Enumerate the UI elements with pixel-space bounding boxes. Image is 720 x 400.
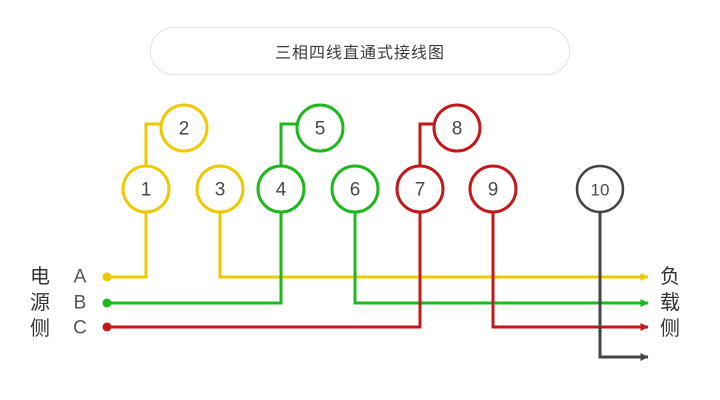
terminal-6-to-load-b	[353, 212, 649, 307]
terminal-1-circle[interactable]	[121, 164, 171, 214]
phase-label-a: A	[74, 267, 87, 288]
terminal-4-label: 4	[276, 180, 287, 201]
terminal-9[interactable]: 9	[468, 164, 518, 214]
terminal-2-label: 2	[179, 119, 190, 140]
terminal-3-circle[interactable]	[195, 164, 245, 214]
terminal-4-circle[interactable]	[256, 164, 306, 214]
terminal-5[interactable]: 5	[295, 103, 345, 153]
terminal-3-to-load-a	[218, 212, 649, 281]
terminal-9-to-load-c	[491, 212, 649, 331]
terminal-9-circle[interactable]	[468, 164, 518, 214]
load-side-char-2: 载	[660, 291, 680, 314]
terminal-7-label: 7	[415, 180, 426, 201]
terminal-6[interactable]: 6	[330, 164, 380, 214]
terminal-2-circle[interactable]	[159, 103, 209, 153]
source-side-char-1: 电	[30, 265, 50, 288]
terminal-5-label: 5	[315, 119, 326, 140]
terminal-3-label: 3	[215, 180, 226, 201]
page-title: 三相四线直通式接线图	[274, 45, 445, 62]
terminal-10-to-load-n	[598, 212, 649, 361]
terminal-6-label: 6	[350, 180, 361, 201]
terminal-7-circle[interactable]	[395, 164, 445, 214]
terminal-4[interactable]: 4	[256, 164, 306, 214]
terminal-7[interactable]: 7	[395, 164, 445, 214]
source-c-to-terminal-7	[107, 212, 422, 329]
terminal-10[interactable]: 10	[575, 164, 625, 214]
terminal-9-label: 9	[488, 180, 499, 201]
terminal-1-label: 1	[141, 180, 152, 201]
terminal-8[interactable]: 8	[432, 103, 482, 153]
terminal-1[interactable]: 1	[121, 164, 171, 214]
source-side-char-2: 源	[30, 291, 50, 314]
terminal-10-label: 10	[591, 181, 610, 200]
terminal-2[interactable]: 2	[159, 103, 209, 153]
diagram-title-pill: 三相四线直通式接线图	[150, 27, 570, 75]
terminal-5-circle[interactable]	[295, 103, 345, 153]
terminal-3[interactable]: 3	[195, 164, 245, 214]
terminal-6-circle[interactable]	[330, 164, 380, 214]
phase-label-c: C	[73, 318, 87, 339]
terminal-8-label: 8	[452, 119, 463, 140]
load-side-char-3: 侧	[660, 317, 680, 340]
phase-label-b: B	[74, 293, 87, 314]
terminal-10-circle[interactable]	[575, 164, 625, 214]
source-a-to-terminal-1	[107, 212, 148, 279]
source-b-to-terminal-4	[107, 212, 283, 305]
source-side-char-3: 侧	[30, 317, 50, 340]
load-side-char-1: 负	[660, 265, 680, 288]
terminal-8-circle[interactable]	[432, 103, 482, 153]
